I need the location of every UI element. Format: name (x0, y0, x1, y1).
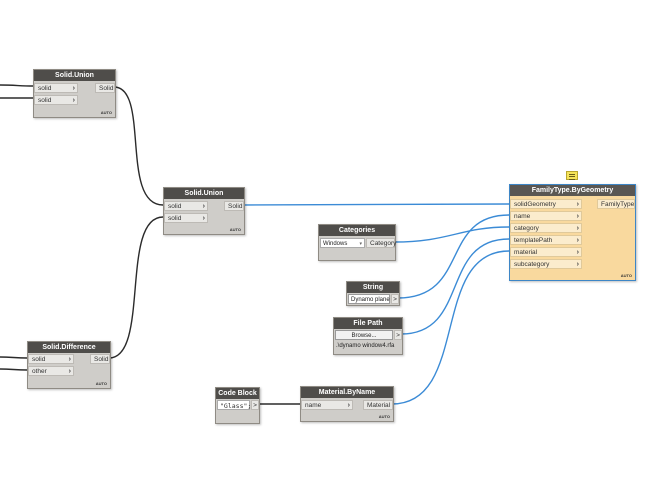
input-port-name[interactable]: name› (301, 400, 353, 410)
output-port-category[interactable]: Category (366, 238, 396, 248)
node-title: Solid.Union (34, 70, 115, 81)
note-icon[interactable] (566, 171, 578, 180)
categories-node[interactable]: Categories Windows▾ Category (318, 224, 396, 261)
output-port-solid[interactable]: Solid (90, 354, 110, 364)
wire-filepath-to-familytype (400, 238, 510, 335)
familytype-by-geometry-node[interactable]: FamilyType.ByGeometry solidGeometry› nam… (509, 184, 636, 281)
input-port-material[interactable]: material› (510, 247, 582, 257)
lacing-label: AUTO (229, 227, 241, 232)
file-path-node[interactable]: File Path Browse... > .\dynamo window4.r… (333, 317, 403, 355)
wire-material-to-familytype (391, 250, 510, 405)
wire-category-to-familytype (393, 226, 510, 243)
input-port-solid[interactable]: solid› (164, 201, 208, 211)
string-input[interactable]: Dynamo plane (348, 294, 390, 304)
chevron-right-icon: › (202, 215, 205, 222)
string-node[interactable]: String Dynamo plane > (346, 281, 400, 306)
node-title: Code Block (216, 388, 259, 399)
wire-input-difference-a (0, 356, 28, 359)
node-title: String (347, 282, 399, 293)
input-port-name[interactable]: name› (510, 211, 582, 221)
output-port-solid[interactable]: Solid (224, 201, 244, 211)
wire-union1-to-union2 (113, 86, 164, 206)
wire-union2-to-familytype (242, 203, 510, 206)
chevron-right-icon: › (576, 201, 579, 208)
lacing-label: AUTO (95, 381, 107, 386)
code-block-node[interactable]: Code Block "Glass"; > (215, 387, 260, 424)
node-title: Solid.Union (164, 188, 244, 199)
input-port-solid[interactable]: solid› (164, 213, 208, 223)
input-port-subcategory[interactable]: subcategory› (510, 259, 582, 269)
input-port-solid[interactable]: solid› (34, 83, 78, 93)
chevron-right-icon: › (576, 237, 579, 244)
input-port-solid[interactable]: solid› (28, 354, 74, 364)
chevron-right-icon: › (68, 356, 71, 363)
node-title: Material.ByName (301, 387, 393, 398)
node-title: Categories (319, 225, 395, 236)
lacing-label: AUTO (100, 110, 112, 115)
lacing-label: AUTO (620, 273, 632, 278)
lacing-label: AUTO (378, 414, 390, 419)
category-dropdown[interactable]: Windows▾ (320, 238, 365, 248)
input-port-templatepath[interactable]: templatePath› (510, 235, 582, 245)
chevron-right-icon: › (72, 85, 75, 92)
input-port-solid[interactable]: solid› (34, 95, 78, 105)
file-path-text: .\dynamo window4.rfa (336, 343, 395, 349)
solid-union-node-2[interactable]: Solid.Union solid› solid› Solid AUTO (163, 187, 245, 235)
code-editor[interactable]: "Glass"; (217, 400, 251, 410)
chevron-right-icon: › (576, 261, 579, 268)
wire-input-solid-union-1-a (0, 84, 34, 87)
solid-difference-node[interactable]: Solid.Difference solid› other› Solid AUT… (27, 341, 111, 389)
input-port-other[interactable]: other› (28, 366, 74, 376)
solid-union-node-1[interactable]: Solid.Union solid› solid› Solid AUTO (33, 69, 116, 118)
output-port-material[interactable]: Material (363, 400, 393, 410)
chevron-right-icon: › (576, 249, 579, 256)
chevron-right-icon: › (68, 368, 71, 375)
node-title: FamilyType.ByGeometry (510, 185, 635, 196)
browse-button[interactable]: Browse... (335, 330, 393, 340)
output-port-string[interactable]: > (391, 294, 399, 304)
chevron-right-icon: › (202, 203, 205, 210)
chevron-right-icon: › (576, 225, 579, 232)
node-title: Solid.Difference (28, 342, 110, 353)
wire-input-difference-b (0, 368, 28, 371)
material-by-name-node[interactable]: Material.ByName name› Material AUTO (300, 386, 394, 422)
input-port-solidgeometry[interactable]: solidGeometry› (510, 199, 582, 209)
chevron-down-icon: ▾ (359, 241, 362, 247)
wire-string-to-familytype (397, 214, 510, 299)
input-port-category[interactable]: category› (510, 223, 582, 233)
chevron-right-icon: › (347, 402, 350, 409)
node-title: File Path (334, 318, 402, 329)
wire-difference-to-union2 (108, 216, 164, 359)
output-port-solid[interactable]: Solid (95, 83, 115, 93)
chevron-right-icon: › (72, 97, 75, 104)
chevron-right-icon: › (576, 213, 579, 220)
output-port-familytype[interactable]: FamilyType (597, 199, 635, 209)
output-port-filepath[interactable]: > (394, 330, 402, 340)
output-port-code[interactable]: > (251, 400, 259, 410)
